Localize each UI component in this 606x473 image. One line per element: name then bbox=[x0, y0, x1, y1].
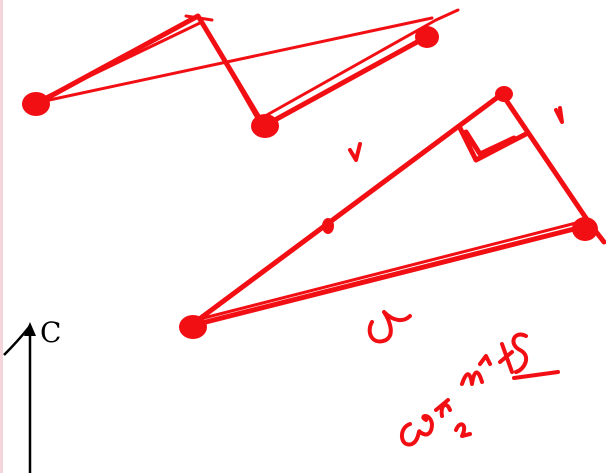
triangle-dot-top bbox=[495, 86, 513, 102]
tick-mark-right bbox=[554, 106, 564, 124]
handwriting bbox=[348, 106, 564, 447]
zigzag-dot-left bbox=[22, 92, 50, 116]
triangle-midpoint-dot bbox=[322, 218, 334, 234]
scribble-m bbox=[460, 354, 492, 386]
zigzag-dots bbox=[22, 26, 439, 138]
triangle-base-2 bbox=[194, 220, 582, 322]
scribble-lower bbox=[400, 398, 472, 447]
vertex-c-label: C bbox=[40, 316, 61, 349]
triangle-dot-left bbox=[179, 315, 207, 339]
zigzag-dot-right bbox=[415, 26, 439, 48]
zigzag-sketch bbox=[33, 8, 460, 129]
triangle-hypotenuse-upper bbox=[187, 91, 505, 329]
tick-mark-left bbox=[348, 142, 362, 162]
triangle-dot-right bbox=[572, 217, 598, 241]
right-angle-mark bbox=[457, 125, 529, 163]
arrow-head bbox=[24, 322, 36, 336]
zigzag-stroke-3 bbox=[38, 14, 434, 104]
left-edge-stripe bbox=[0, 0, 3, 473]
scribble-plus-s bbox=[498, 332, 560, 380]
axis-arrow: C bbox=[3, 316, 61, 473]
scribble-under-base bbox=[367, 310, 412, 344]
triangle-base bbox=[187, 223, 589, 329]
zigzag-dot-bottom bbox=[251, 114, 279, 138]
arrow-up-icon bbox=[3, 325, 32, 473]
triangle-dots bbox=[179, 86, 598, 339]
